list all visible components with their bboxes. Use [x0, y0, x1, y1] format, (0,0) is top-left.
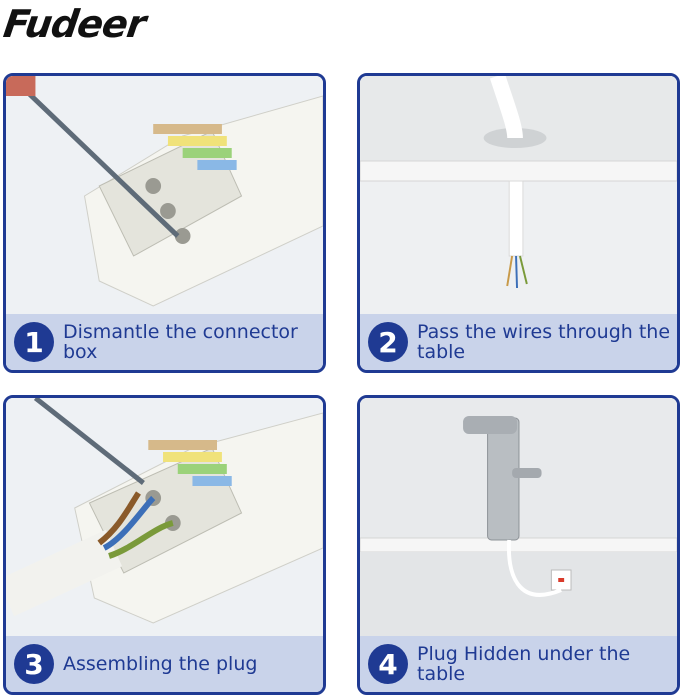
- step-number-badge: 2: [368, 322, 408, 362]
- step-caption: 4 Plug Hidden under the table: [360, 636, 677, 692]
- assembling-plug-photo: [6, 398, 323, 638]
- step-label: Assembling the plug: [63, 653, 258, 675]
- step-card-3: 3 Assembling the plug: [3, 395, 326, 695]
- step-card-2: 2 Pass the wires through the table: [357, 73, 680, 373]
- step-number-badge: 3: [14, 644, 54, 684]
- connector-box-open-photo: [6, 76, 323, 316]
- step-caption: 1 Dismantle the connector box: [6, 314, 323, 370]
- step-card-1: 1 Dismantle the connector box: [3, 73, 326, 373]
- step-caption: 3 Assembling the plug: [6, 636, 323, 692]
- step-label: Dismantle the connector box: [63, 321, 298, 363]
- step-number-badge: 4: [368, 644, 408, 684]
- step-card-4: 4 Plug Hidden under the table: [357, 395, 680, 695]
- step-number-badge: 1: [14, 322, 54, 362]
- step-label: Plug Hidden under the table: [417, 643, 631, 685]
- brand-logo: Fudeer: [0, 2, 148, 46]
- wires-through-table-photo: [360, 76, 677, 316]
- step-caption: 2 Pass the wires through the table: [360, 314, 677, 370]
- faucet-under-table-photo: [360, 398, 677, 638]
- step-label: Pass the wires through the table: [417, 321, 671, 363]
